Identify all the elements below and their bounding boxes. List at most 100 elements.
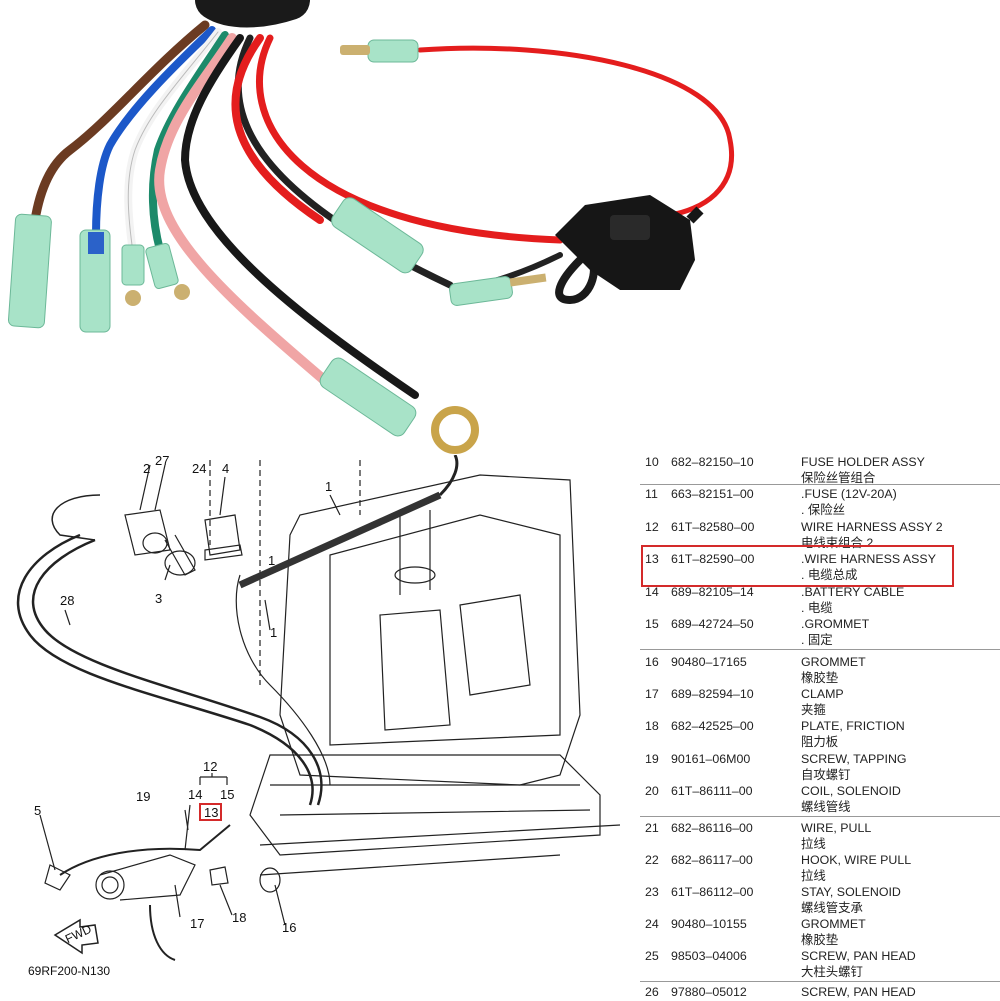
connectors [7,39,547,454]
part-name: SCREW, PAN HEAD [801,985,916,999]
callout-4: 4 [222,461,229,476]
part-number: 90480–10155 [671,917,747,931]
part-number-index: 11 [645,487,658,501]
callout-28: 28 [60,593,74,608]
part-number-index: 19 [645,752,659,766]
part-name-chinese: 拉线 [801,837,826,851]
part-name: PLATE, FRICTION [801,719,905,733]
callout-1c: 1 [270,625,277,640]
callout-1a: 1 [325,479,332,494]
part-number: 682–42525–00 [671,719,754,733]
red-wire-loop [417,45,734,218]
part-number-index: 20 [645,784,659,798]
part-name-chinese: 自攻螺钉 [801,768,851,782]
exploded-parts-diagram: 27 2 24 4 1 1 3 28 1 12 14 15 19 13 5 17… [16,455,621,978]
part-name: .FUSE (12V-20A) [801,487,897,501]
part-name: CLAMP [801,687,844,701]
callout-18: 18 [232,910,246,925]
part-name: COIL, SOLENOID [801,784,901,798]
part-name-chinese: 螺线管线 [801,800,851,814]
part-name: .WIRE HARNESS ASSY [801,552,936,566]
brown-wire [30,20,210,225]
part-number: 90161–06M00 [671,752,751,766]
callout-27: 27 [155,455,169,468]
part-name: SCREW, PAN HEAD [801,949,916,963]
row-13-highlight [641,545,954,587]
part-number: 61T–86112–00 [671,885,754,899]
part-number: 682–86116–00 [671,821,753,835]
part-number: 97880–05012 [671,985,747,999]
part-name-chinese: 螺线管支承 [801,901,863,915]
part-number-index: 24 [645,917,659,931]
callout-16: 16 [282,920,296,935]
red-wire-2 [256,34,564,244]
black-wire-1 [180,34,419,399]
part-name-chinese: 橡胶垫 [801,671,839,685]
part-name-chinese: . 电缆总成 [801,568,858,582]
fwd-arrow [53,918,99,955]
part-number-index: 26 [645,985,659,999]
part-name-chinese: 大柱头螺钉 [801,965,863,979]
battery-cable [59,824,231,876]
engine-outline [279,474,581,786]
callout-14: 14 [188,787,202,802]
part-name-chinese: . 固定 [801,633,833,647]
part-name: HOOK, WIRE PULL [801,853,912,867]
part-name: .GROMMET [801,617,870,631]
part-number-index: 15 [645,617,659,631]
part-name: FUSE HOLDER ASSY [801,455,925,469]
part-number: 98503–04006 [671,949,747,963]
callout-15: 15 [220,787,234,802]
part-number: 61T–82580–00 [671,520,755,534]
part-number-index: 17 [645,687,659,701]
part-number: 682–86117–00 [671,853,753,867]
row-divider [640,484,1000,485]
callout-13-highlight [199,803,222,821]
part-number: 689–82105–14 [671,585,754,599]
part-number: 61T–86111–00 [671,784,753,798]
part-number-index: 13 [645,552,659,566]
part-number-index: 18 [645,719,659,733]
part-name-chinese: 橡胶垫 [801,933,839,947]
part-name-chinese: 夹箍 [801,703,826,717]
callout-19: 19 [136,789,150,804]
part-number-index: 14 [645,585,659,599]
part-number: 689–42724–50 [671,617,754,631]
part-name-chinese: 拉线 [801,869,826,883]
callout-3: 3 [155,591,162,606]
part-number-index: 23 [645,885,659,899]
part-name: WIRE, PULL [801,821,872,835]
part-name: STAY, SOLENOID [801,885,901,899]
wire-harness-bundle [238,491,442,589]
part-name: .BATTERY CABLE [801,585,905,599]
part-number-index: 25 [645,949,659,963]
part-number-index: 16 [645,655,659,669]
blue-wire [92,26,216,239]
green-wire [148,31,229,254]
callout-12: 12 [203,759,217,774]
part-name-chinese: 阻力板 [801,735,839,749]
part-number-index: 12 [645,520,659,534]
red-wire-1 [231,34,324,224]
part-name: WIRE HARNESS ASSY 2 [801,520,943,534]
part-name: GROMMET [801,655,866,669]
part-name: GROMMET [801,917,866,931]
part-name-chinese: 保险丝管组合 [801,471,876,485]
callout-24: 24 [192,461,206,476]
callout-5: 5 [34,803,41,818]
row-divider [640,649,1000,650]
wire-loop-left [16,533,314,806]
wire-harness-photo [7,0,734,454]
part-number: 61T–82590–00 [671,552,755,566]
callout-13: 13 [204,805,218,820]
diagram-code: 69RF200-N130 [28,964,110,978]
callout-17: 17 [190,916,204,931]
part-number: 689–82594–10 [671,687,754,701]
row-divider [640,981,1000,982]
row-divider [640,816,1000,817]
callouts: 27 2 24 4 1 1 3 28 1 12 14 15 19 13 5 17… [34,455,332,935]
part-number: 682–82150–10 [671,455,754,469]
part-number: 90480–17165 [671,655,747,669]
part-number-index: 10 [645,455,659,469]
